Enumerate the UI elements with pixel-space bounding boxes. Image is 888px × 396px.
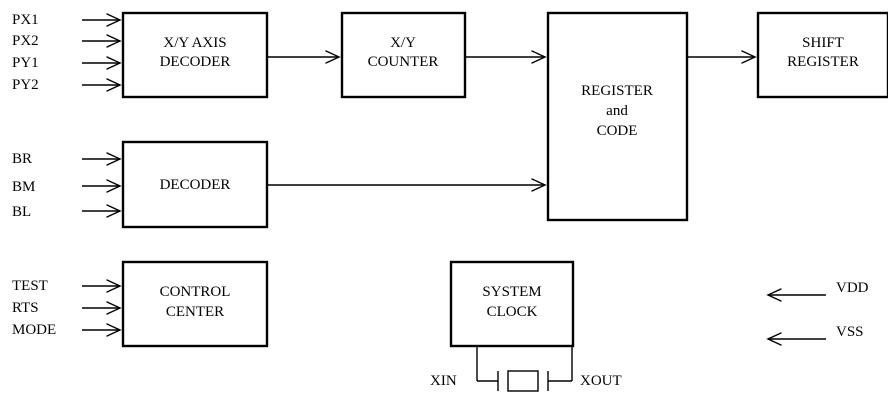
input-label-px2: PX2 xyxy=(12,33,39,49)
arrow-axis-decoder-to-counter xyxy=(268,50,341,64)
input-label-mode: MODE xyxy=(12,322,56,338)
input-label-py1: PY1 xyxy=(12,55,39,71)
arrow-decoder-to-register xyxy=(268,178,547,192)
arrow-counter-to-register xyxy=(466,50,547,64)
xy-counter-label-1: X/Y xyxy=(390,35,416,51)
xy-counter-label-2: COUNTER xyxy=(368,54,439,70)
input-label-test: TEST xyxy=(12,278,48,294)
arrow-vdd xyxy=(766,288,826,302)
crystal-icon xyxy=(476,347,573,392)
shift-register-label-1: SHIFT xyxy=(802,35,844,51)
control-center-block xyxy=(121,260,269,348)
xin-label: XIN xyxy=(430,373,457,389)
arrow-register-to-shift-register xyxy=(688,50,757,64)
input-label-py2: PY2 xyxy=(12,77,39,93)
xy-counter-block xyxy=(340,11,467,99)
control-center-label-1: CONTROL xyxy=(160,284,231,300)
vss-label: VSS xyxy=(836,324,864,340)
input-arrows-control xyxy=(82,279,122,337)
shift-register-label-2: REGISTER xyxy=(787,54,859,70)
input-arrows-xy xyxy=(82,13,122,92)
register-code-label-3: CODE xyxy=(597,123,638,139)
register-code-label-2: and xyxy=(606,103,628,119)
xy-axis-decoder-label-1: X/Y AXIS xyxy=(163,35,226,51)
input-label-br: BR xyxy=(12,151,32,167)
system-clock-label-2: CLOCK xyxy=(487,304,538,320)
control-center-label-2: CENTER xyxy=(166,304,224,320)
register-code-label-1: REGISTER xyxy=(581,83,653,99)
system-clock-label-1: SYSTEM xyxy=(482,284,541,300)
input-label-px1: PX1 xyxy=(12,12,39,28)
input-label-bl: BL xyxy=(12,204,31,220)
xy-axis-decoder-label-2: DECODER xyxy=(160,54,231,70)
decoder-block xyxy=(121,140,269,229)
input-arrows-buttons xyxy=(82,152,122,218)
vdd-label: VDD xyxy=(836,280,869,296)
xy-axis-decoder-block xyxy=(121,11,269,99)
arrow-vss xyxy=(766,332,826,346)
input-label-bm: BM xyxy=(12,179,35,195)
input-label-rts: RTS xyxy=(12,300,39,316)
system-clock-block xyxy=(449,260,575,348)
decoder-label: DECODER xyxy=(160,177,231,193)
xout-label: XOUT xyxy=(580,373,622,389)
register-code-block xyxy=(546,11,689,222)
shift-register-block xyxy=(756,11,888,99)
